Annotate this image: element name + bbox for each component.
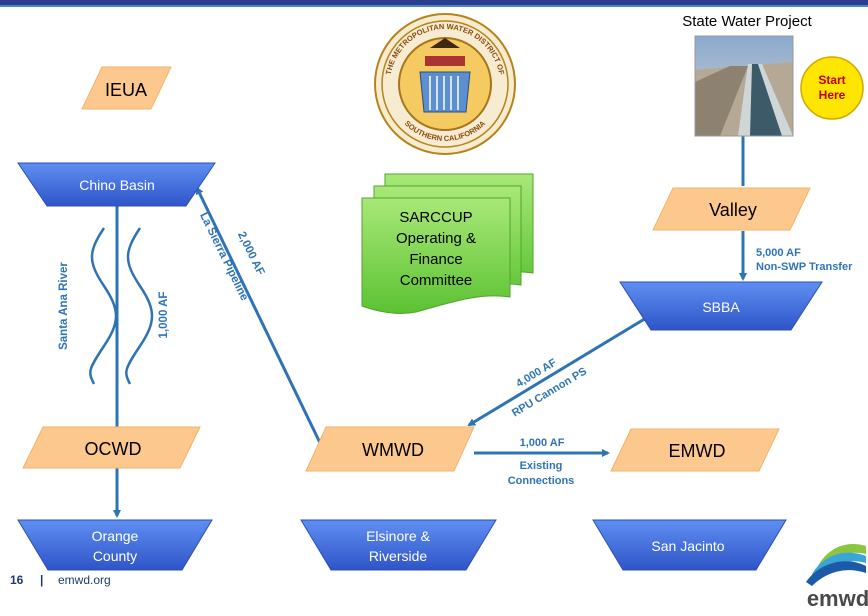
page-number: 16 (10, 573, 24, 587)
valley-flow-amount: 5,000 AF (756, 247, 801, 259)
footer-separator: | (40, 573, 43, 587)
river-wave-right (125, 227, 154, 385)
la-sierra-pipeline-arrow (195, 186, 324, 448)
orange-county-label-line2: County (93, 548, 137, 564)
sbba-label: SBBA (702, 299, 740, 315)
ieua-label: IEUA (105, 80, 147, 100)
mwd-seal-bear (430, 38, 460, 48)
header-bar-accent (0, 5, 868, 7)
ieua-node: IEUA (81, 66, 172, 110)
emwd-logo-swoosh-lightblue (812, 552, 866, 578)
sarccup-label-line2: Operating & (396, 230, 476, 247)
start-here-badge: Start Here (800, 56, 864, 120)
sarccup-label-line3: Finance (409, 251, 462, 268)
valley-node: Valley (652, 187, 811, 231)
emwd-logo-wordmark: emwd (807, 586, 868, 611)
emwd-logo-swoosh-blue (806, 561, 866, 586)
swp-title: State Water Project (682, 13, 812, 30)
san-jacinto-label: San Jacinto (651, 538, 724, 554)
san-jacinto-node: San Jacinto (592, 519, 787, 571)
la-sierra-flow-amount: 2,000 AF (235, 230, 266, 277)
sbba-node: SBBA (619, 281, 823, 331)
la-sierra-pipeline-label: La Sierra Pipeline (197, 211, 250, 303)
elsinore-riverside-label-line1: Elsinore & (366, 528, 430, 544)
chino-basin-label: Chino Basin (79, 177, 155, 193)
mwd-seal-water-streaks (429, 76, 459, 110)
emwd-node: EMWD (610, 428, 780, 472)
mwd-seal-waterfall (419, 71, 471, 113)
wmwd-label: WMWD (362, 440, 424, 460)
santa-ana-river-label: Santa Ana River (58, 262, 70, 350)
swp-aqueduct-photo (694, 35, 794, 137)
sarccup-doc-front (361, 197, 511, 314)
emwd-flow-amount: 1,000 AF (520, 437, 565, 449)
sarccup-label-line1: SARCCUP (399, 209, 472, 226)
orange-county-label-line1: Orange (92, 528, 139, 544)
wmwd-node: WMWD (305, 426, 475, 472)
start-here-line1: Start (818, 73, 845, 87)
elsinore-riverside-label-line2: Riverside (369, 548, 428, 564)
sarccup-label-line4: Committee (400, 272, 473, 289)
emwd-logo-swoosh-green (818, 544, 866, 570)
mwd-seal-logo: THE METROPOLITAN WATER DISTRICT OF SOUTH… (374, 13, 516, 155)
ocwd-flow-amount: 1,000 AF (158, 292, 170, 339)
emwd-logo: emwd (806, 544, 868, 611)
emwd-flow-type-1: Existing (520, 460, 563, 472)
emwd-flow-type-2: Connections (508, 475, 575, 487)
ocwd-node: OCWD (22, 426, 201, 469)
orange-county-node: Orange County (17, 519, 213, 571)
mwd-seal-banner (425, 56, 465, 66)
santa-ana-river-waves (89, 227, 154, 385)
rpu-cannon-arrow (467, 304, 667, 427)
valley-flow-type: Non-SWP Transfer (756, 261, 853, 273)
start-here-line2: Here (819, 88, 846, 102)
footer-site-link[interactable]: emwd.org (58, 573, 111, 587)
chino-basin-node: Chino Basin (17, 162, 216, 207)
emwd-label: EMWD (669, 441, 726, 461)
ocwd-label: OCWD (85, 439, 142, 459)
river-wave-left (89, 227, 118, 385)
valley-label: Valley (709, 200, 757, 220)
elsinore-riverside-node: Elsinore & Riverside (300, 519, 497, 571)
sarccup-committee-node: SARCCUP Operating & Finance Committee (361, 173, 534, 314)
photo-canal-water (750, 64, 782, 136)
header-bar (0, 0, 868, 5)
photo-road (695, 66, 748, 136)
